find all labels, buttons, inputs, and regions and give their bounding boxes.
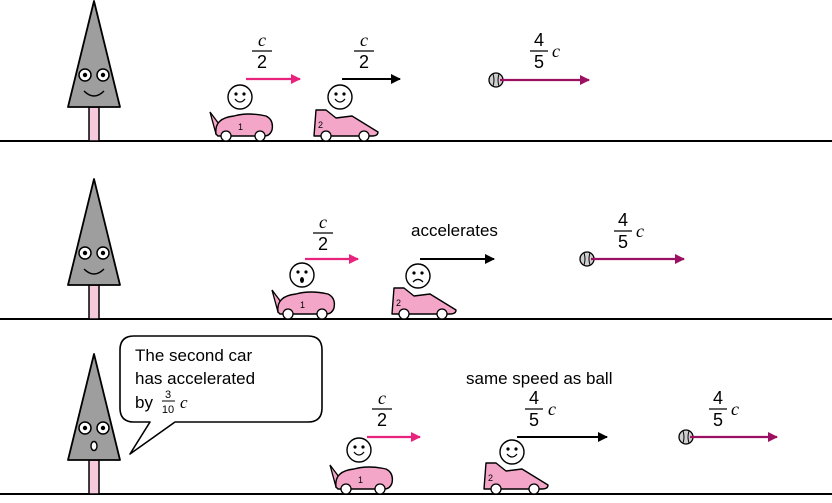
car-2: 2 bbox=[483, 462, 549, 495]
svg-text:2: 2 bbox=[359, 52, 369, 72]
svg-text:4: 4 bbox=[529, 388, 539, 408]
svg-text:2: 2 bbox=[257, 52, 267, 72]
car-2: 2 bbox=[313, 109, 379, 142]
driver-2-head-frowning bbox=[405, 263, 431, 289]
svg-text:4: 4 bbox=[713, 388, 723, 408]
car-number-label: 2 bbox=[396, 298, 401, 308]
speech-line-2: has accelerated bbox=[135, 369, 255, 388]
svg-text:c: c bbox=[378, 388, 386, 408]
svg-text:4: 4 bbox=[534, 30, 544, 50]
svg-text:c: c bbox=[180, 393, 188, 412]
velocity-label-four-fifths-c: 4 5 c bbox=[614, 210, 644, 252]
same-speed-label: same speed as ball bbox=[466, 369, 612, 388]
svg-text:c: c bbox=[360, 30, 368, 50]
svg-text:4: 4 bbox=[618, 210, 628, 230]
speech-bubble: The second car has accelerated by 3 10 c bbox=[119, 335, 323, 455]
svg-text:2: 2 bbox=[377, 410, 387, 430]
fraction-three-tenths-c: 3 10 c bbox=[162, 389, 188, 416]
svg-text:2: 2 bbox=[318, 234, 328, 254]
velocity-label-c-over-2: c 2 bbox=[252, 30, 272, 72]
velocity-label-c-over-2: c 2 bbox=[354, 30, 374, 72]
driver-1-head bbox=[227, 84, 253, 110]
svg-text:5: 5 bbox=[618, 232, 628, 252]
svg-text:c: c bbox=[552, 41, 560, 61]
driver-1-head-surprised bbox=[289, 262, 315, 288]
driver-2-head bbox=[499, 439, 525, 465]
svg-text:c: c bbox=[319, 212, 327, 232]
svg-text:c: c bbox=[636, 221, 644, 241]
car-number-label: 1 bbox=[300, 300, 305, 310]
driver-2-head bbox=[327, 84, 353, 110]
tree bbox=[67, 178, 121, 320]
panel-3: The second car has accelerated by 3 10 c… bbox=[0, 335, 832, 495]
velocity-label-four-fifths-c: 4 5 c bbox=[709, 388, 739, 430]
velocity-label-four-fifths-c: 4 5 c bbox=[530, 30, 560, 72]
speech-line-1: The second car bbox=[135, 346, 253, 365]
velocity-label-c-over-2: c 2 bbox=[372, 388, 392, 430]
car-1: 1 bbox=[209, 111, 274, 142]
panel-2: 1 2 c 2 accelerates 4 5 c bbox=[0, 178, 832, 320]
velocity-label-c-over-2: c 2 bbox=[313, 212, 333, 254]
svg-text:c: c bbox=[731, 399, 739, 419]
svg-text:5: 5 bbox=[713, 410, 723, 430]
accelerates-label: accelerates bbox=[411, 221, 498, 240]
car-number-label: 1 bbox=[358, 475, 363, 485]
velocity-label-four-fifths-c: 4 5 c bbox=[525, 388, 556, 430]
svg-text:5: 5 bbox=[529, 410, 539, 430]
svg-text:10: 10 bbox=[162, 404, 174, 416]
car-1: 1 bbox=[329, 464, 394, 495]
svg-text:3: 3 bbox=[165, 389, 171, 401]
panel-1: 1 2 c 2 c 2 4 bbox=[0, 0, 832, 142]
svg-text:c: c bbox=[548, 399, 556, 419]
speech-line-3-prefix: by bbox=[135, 393, 153, 412]
car-number-label: 2 bbox=[318, 120, 323, 130]
tree bbox=[67, 0, 121, 142]
car-number-label: 2 bbox=[488, 473, 493, 483]
driver-1-head bbox=[346, 437, 372, 463]
svg-text:5: 5 bbox=[534, 52, 544, 72]
svg-text:c: c bbox=[258, 30, 266, 50]
tree-speaking bbox=[67, 353, 121, 495]
car-number-label: 1 bbox=[238, 122, 243, 132]
car-2: 2 bbox=[391, 287, 457, 320]
car-1: 1 bbox=[271, 289, 336, 320]
